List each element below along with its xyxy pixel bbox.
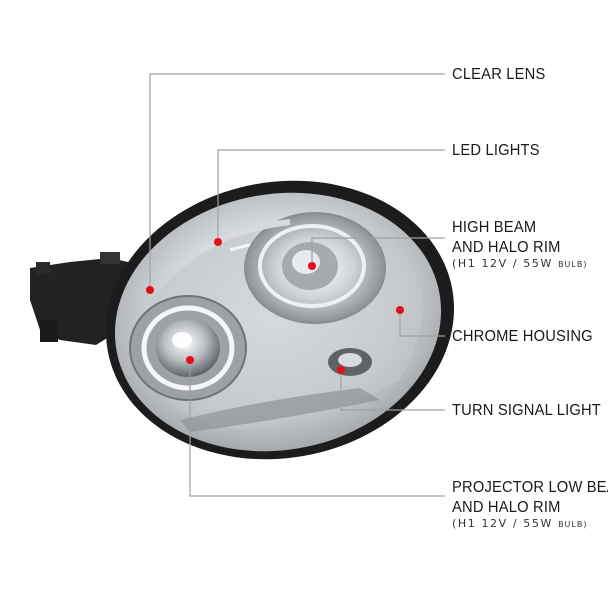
turn-signal-area: [328, 348, 372, 376]
label-projector-line1: PROJECTOR LOW BEAM: [452, 479, 608, 496]
label-turn-signal: TURN SIGNAL LIGHT: [452, 402, 601, 419]
marker-projector: [186, 356, 194, 364]
marker-chrome-housing: [396, 306, 404, 314]
leader-chrome-housing: [399, 310, 445, 337]
marker-led-lights: [214, 238, 222, 246]
spec-high-beam: (H1 12V / 55W BULB): [452, 257, 587, 270]
spec-high-beam-text: (H1 12V / 55W: [452, 257, 553, 270]
marker-clear-lens: [146, 286, 154, 294]
projector-low-beam: [129, 295, 247, 401]
marker-turn-signal: [337, 366, 345, 374]
spec-projector-unit: BULB): [558, 520, 588, 529]
leader-turn-signal: [340, 370, 445, 411]
leader-clear-lens: [149, 73, 445, 290]
markers: [146, 238, 404, 374]
led-strip: [198, 219, 291, 253]
label-high-beam-line2: AND HALO RIM: [452, 239, 561, 256]
spec-projector: (H1 12V / 55W BULB): [452, 517, 587, 530]
label-led-lights: LED LIGHTS: [452, 142, 540, 159]
spec-projector-text: (H1 12V / 55W: [452, 517, 553, 530]
label-projector-line2: AND HALO RIM: [452, 499, 561, 516]
spec-high-beam-unit: BULB): [558, 260, 588, 269]
marker-high-beam: [308, 262, 316, 270]
leader-lines: [149, 73, 445, 497]
label-clear-lens: CLEAR LENS: [452, 66, 546, 83]
leader-projector: [189, 360, 445, 497]
label-chrome-housing: CHROME HOUSING: [452, 328, 593, 345]
leader-led-lights: [217, 149, 445, 242]
leader-high-beam: [311, 237, 445, 266]
label-high-beam-line1: HIGH BEAM: [452, 219, 537, 236]
